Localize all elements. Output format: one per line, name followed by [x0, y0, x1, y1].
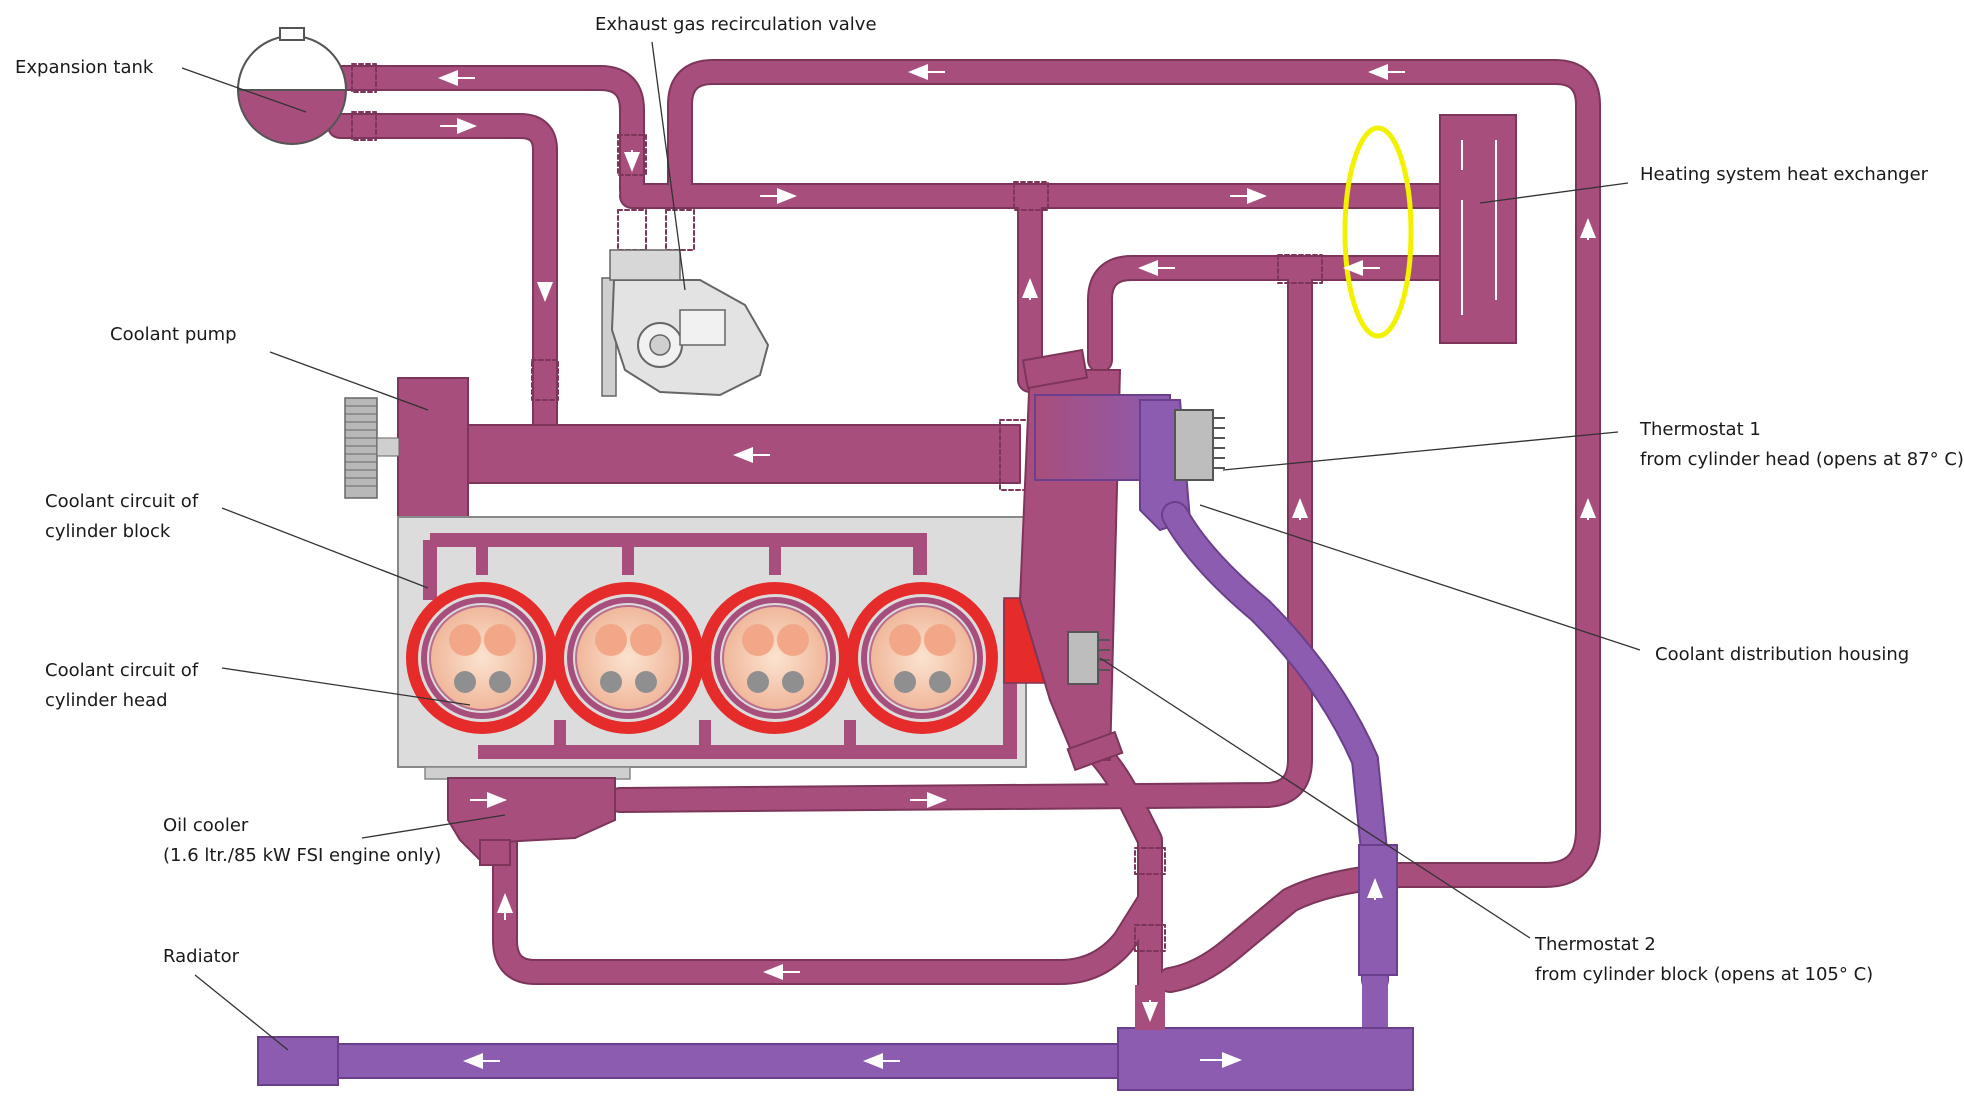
- cylinder-2: [552, 582, 704, 734]
- heat-exchanger: [1439, 114, 1517, 344]
- coolant-distribution-housing: [1018, 348, 1192, 772]
- label-block-circuit-line1: Coolant circuit of: [45, 491, 199, 512]
- engine-block: [397, 516, 1077, 780]
- label-thermostat-2-title: Thermostat 2: [1535, 934, 1656, 955]
- label-expansion-tank: Expansion tank: [15, 57, 154, 78]
- label-thermostat-1-title: Thermostat 1: [1640, 419, 1761, 440]
- highlight-ring: [1342, 125, 1414, 339]
- label-egr-valve: Exhaust gas recirculation valve: [595, 14, 877, 35]
- label-oil-cooler-line1: Oil cooler: [163, 815, 249, 836]
- coolant-pump: [344, 377, 469, 519]
- flow-arrows: [438, 64, 1596, 1069]
- hot-coolant-pipes: [327, 59, 1601, 1003]
- cylinder-4: [846, 582, 998, 734]
- expansion-tank: [236, 27, 348, 145]
- label-thermostat-1-desc: from cylinder head (opens at 87° C): [1640, 449, 1964, 470]
- label-head-circuit-line1: Coolant circuit of: [45, 660, 199, 681]
- leader-lines: [181, 41, 1641, 1051]
- cylinder-1: [406, 582, 558, 734]
- cylinder-3: [699, 582, 851, 734]
- label-coolant-pump: Coolant pump: [110, 324, 237, 345]
- label-distribution-housing: Coolant distribution housing: [1655, 644, 1910, 665]
- label-block-circuit-line2: cylinder block: [45, 521, 171, 542]
- label-head-circuit-line2: cylinder head: [45, 690, 168, 711]
- radiator: [257, 985, 1414, 1091]
- label-thermostat-2-desc: from cylinder block (opens at 105° C): [1535, 964, 1874, 985]
- label-oil-cooler-line2: (1.6 ltr./85 kW FSI engine only): [163, 845, 442, 866]
- label-radiator: Radiator: [163, 946, 240, 967]
- thermostat-bypass-housing: [1358, 844, 1398, 976]
- label-heat-exchanger: Heating system heat exchanger: [1640, 164, 1929, 185]
- egr-valve: [601, 249, 770, 397]
- thermostat-2: [1067, 631, 1110, 685]
- thermostat-1: [1174, 409, 1225, 481]
- oil-cooler: [447, 777, 616, 866]
